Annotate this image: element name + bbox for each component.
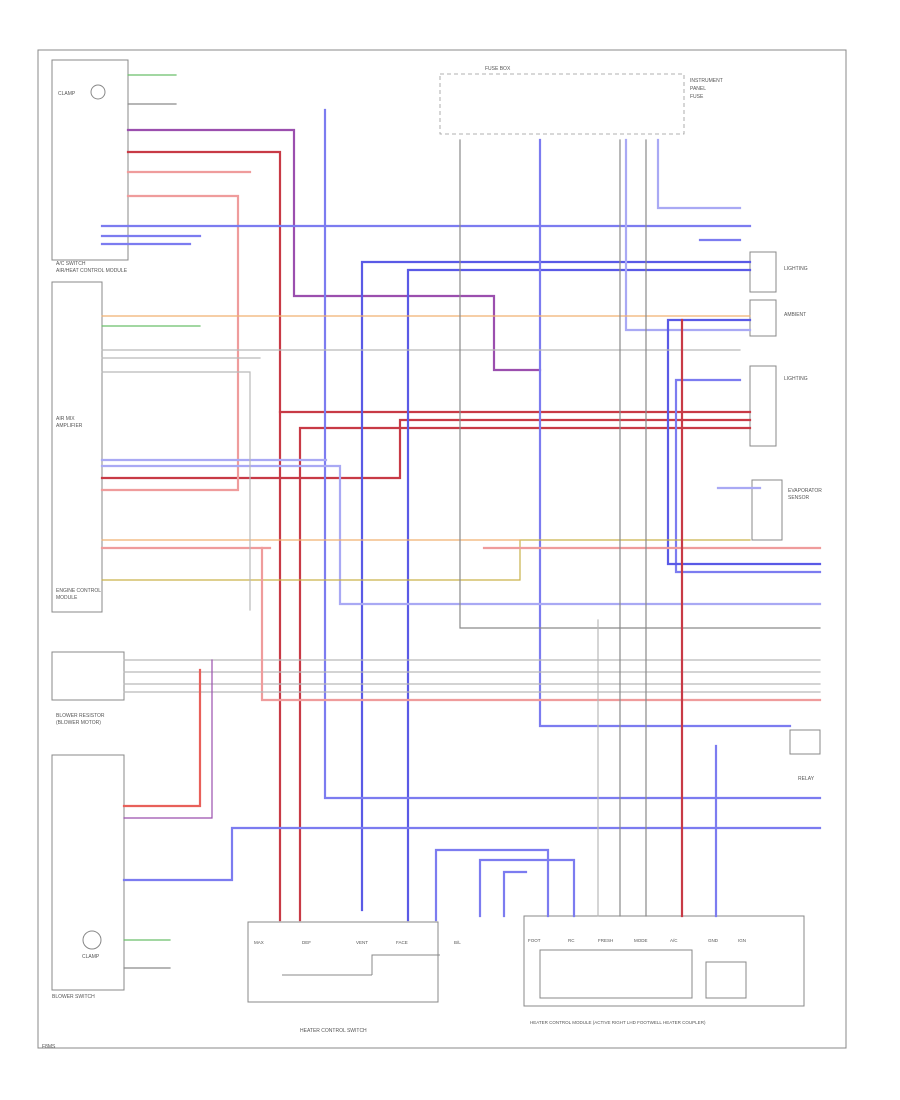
- svg-text:BLOWER SWITCH: BLOWER SWITCH: [52, 994, 95, 1000]
- ac-control-block: AIR/HEAT CONTROL MODULE AIR MIX AMPLIFIE…: [51, 268, 128, 613]
- hvac-module-block: [523, 915, 805, 1007]
- svg-text:VENT: VENT: [356, 940, 368, 945]
- svg-text:B/L: B/L: [454, 940, 461, 945]
- svg-text:ENGINE CONTROL: ENGINE CONTROL: [56, 588, 101, 594]
- svg-text:SENSOR: SENSOR: [788, 495, 810, 501]
- svg-text:(BLOWER MOTOR): (BLOWER MOTOR): [56, 720, 101, 726]
- footer-code: F8MS: [42, 1044, 56, 1050]
- svg-text:FACE: FACE: [396, 940, 408, 945]
- diagram-border: [37, 49, 847, 1049]
- wires: [100, 74, 822, 969]
- svg-text:RC: RC: [568, 938, 575, 943]
- label-hvac-module: HEATER CONTROL MODULE (ACTIVE RIGHT LHD …: [530, 1020, 706, 1025]
- svg-text:GND: GND: [708, 938, 719, 943]
- svg-text:LIGHTING: LIGHTING: [784, 376, 808, 382]
- svg-text:IGN: IGN: [738, 938, 746, 943]
- svg-text:CLAMP: CLAMP: [58, 91, 76, 97]
- svg-text:AIR MIX: AIR MIX: [56, 416, 75, 422]
- label-heater-control-switch: HEATER CONTROL SWITCH: [300, 1028, 367, 1034]
- ac-switch-block: CLAMP A/C SWITCH: [51, 59, 129, 267]
- svg-text:BLOWER RESISTOR: BLOWER RESISTOR: [56, 713, 105, 719]
- svg-text:FRESH: FRESH: [598, 938, 613, 943]
- fuse-box-block: FUSE BOX INSTRUMENT PANEL FUSE: [439, 66, 723, 135]
- pin-labels: MAX DEF VENT FACE B/L FOOT RC FRESH MODE…: [254, 938, 746, 945]
- heater-control-switch-block: [247, 921, 440, 1003]
- blower-switch-block: CLAMP BLOWER SWITCH: [51, 754, 125, 1000]
- svg-text:RELAY: RELAY: [798, 776, 815, 782]
- svg-text:AMBIENT: AMBIENT: [784, 312, 806, 318]
- svg-text:A/C SWITCH: A/C SWITCH: [56, 261, 86, 267]
- svg-text:MAX: MAX: [254, 940, 264, 945]
- svg-text:CLAMP: CLAMP: [82, 954, 100, 960]
- blower-resistor-block: BLOWER RESISTOR (BLOWER MOTOR): [51, 651, 125, 726]
- svg-text:INSTRUMENT: INSTRUMENT: [690, 78, 723, 84]
- svg-text:FOOT: FOOT: [528, 938, 541, 943]
- svg-text:FUSE: FUSE: [690, 94, 704, 100]
- right-connectors: LIGHTING AMBIENT LIGHTING EVAPORATOR SEN…: [749, 251, 822, 782]
- svg-text:MODE: MODE: [634, 938, 648, 943]
- svg-text:AMPLIFIER: AMPLIFIER: [56, 423, 83, 429]
- svg-text:DEF: DEF: [302, 940, 311, 945]
- svg-text:A/C: A/C: [670, 938, 678, 943]
- svg-text:AIR/HEAT CONTROL MODULE: AIR/HEAT CONTROL MODULE: [56, 268, 128, 274]
- svg-text:MODULE: MODULE: [56, 595, 78, 601]
- svg-text:EVAPORATOR: EVAPORATOR: [788, 488, 822, 494]
- svg-text:LIGHTING: LIGHTING: [784, 266, 808, 272]
- svg-text:PANEL: PANEL: [690, 86, 706, 92]
- svg-text:FUSE BOX: FUSE BOX: [485, 66, 511, 72]
